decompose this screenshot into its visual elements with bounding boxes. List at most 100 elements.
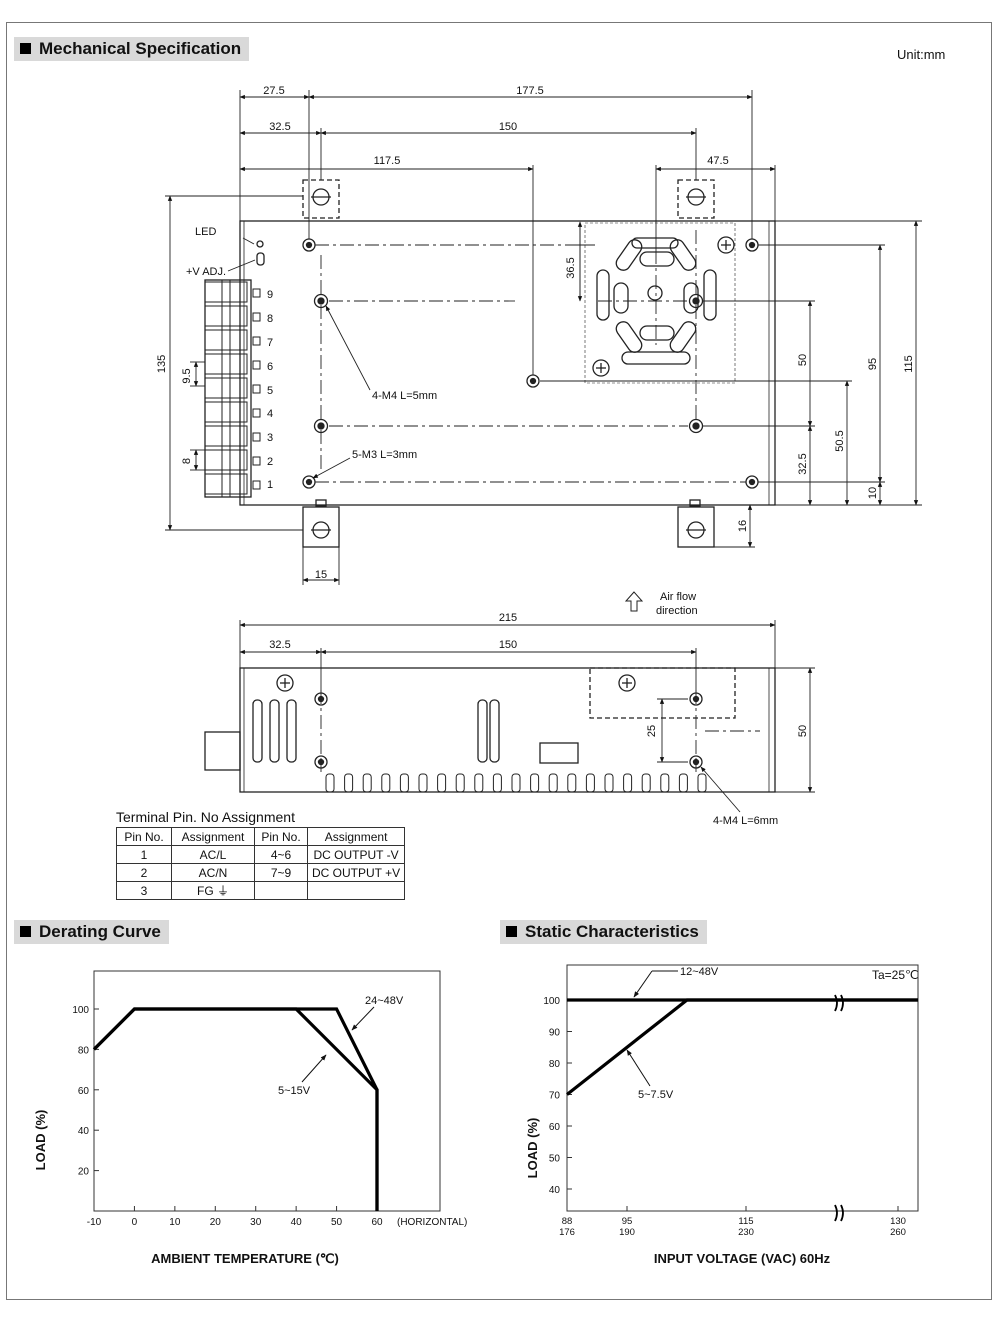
- heatsink-rib: [344, 773, 354, 793]
- heatsink-rib: [660, 773, 670, 793]
- heatsink-rib: [604, 773, 614, 793]
- dim-label: 32.5: [269, 121, 290, 133]
- heatsink-rib: [455, 773, 465, 793]
- dim-label: 115: [903, 355, 915, 373]
- terminal-number: 5: [267, 385, 273, 397]
- y-tick-label: 40: [549, 1185, 561, 1196]
- y-tick-label: 80: [78, 1045, 90, 1056]
- leader-line: [626, 1049, 651, 1087]
- x-tick-label: 40: [291, 1217, 303, 1228]
- side-dim-label: 50: [797, 725, 809, 737]
- x-tick-label: 50: [331, 1217, 343, 1228]
- leader-line: [351, 1006, 375, 1031]
- m4-side-label: 4-M4 L=6mm: [713, 815, 778, 827]
- terminal-number: 1: [267, 479, 273, 491]
- heatsink-rib: [418, 773, 428, 793]
- page-frame: [6, 22, 992, 1300]
- heatsink-rib: [623, 773, 633, 793]
- heatsink-rib: [325, 773, 335, 793]
- dim-label: 117.5: [374, 155, 401, 167]
- series-line-5-15v: [92, 1007, 379, 1211]
- terminal-number: 7: [267, 337, 273, 349]
- x-tick-label: 190: [619, 1227, 635, 1238]
- series-line-5-7-5v: [566, 998, 918, 1096]
- m4-top-label: 4-M4 L=5mm: [372, 390, 437, 402]
- table-cell: DC OUTPUT +V: [306, 863, 406, 882]
- heatsink-rib: [492, 773, 502, 793]
- fan-grille: [584, 222, 736, 384]
- airflow-label: Air flow: [660, 591, 696, 603]
- plot-area: [566, 964, 919, 1212]
- airflow-label-2: direction: [656, 605, 698, 617]
- y-tick-label: 70: [549, 1091, 561, 1102]
- heatsink-rib: [530, 773, 540, 793]
- table-cell: 3: [116, 881, 172, 900]
- side-dim-label: 150: [499, 639, 517, 651]
- table-cell: DC OUTPUT -V: [306, 845, 406, 864]
- x-tick-label: 95: [622, 1216, 633, 1227]
- leader-line: [633, 970, 653, 998]
- y-tick-label: 100: [72, 1005, 89, 1016]
- dimension-labels: 27.5 177.5 32.5 150 117.5 47.5 135 9.5 8…: [156, 85, 915, 827]
- heatsink-rib: [641, 773, 651, 793]
- dim-label: 36.5: [565, 257, 577, 278]
- y-tick-label: 80: [549, 1059, 561, 1070]
- table-row: 2 AC/N 7~9 DC OUTPUT +V: [116, 863, 406, 882]
- y-axis-label: LOAD (%): [33, 1110, 48, 1171]
- terminal-number: 8: [267, 313, 273, 325]
- axis-break-icon: [834, 994, 844, 1012]
- y-tick-label: 90: [549, 1028, 561, 1039]
- series-label: 12~48V: [680, 966, 719, 978]
- heatsink-rib: [381, 773, 391, 793]
- dim-label: 135: [156, 355, 168, 373]
- table-row: 3 FG ⏚: [116, 881, 406, 900]
- y-tick-label: 20: [78, 1167, 90, 1178]
- x-axis-label: INPUT VOLTAGE (VAC) 60Hz: [654, 1251, 831, 1266]
- mechanical-spec-title: Mechanical Specification: [14, 37, 250, 61]
- dim-label: 177.5: [516, 85, 544, 97]
- x-tick-label: 0: [132, 1217, 138, 1228]
- series-label: 5~7.5V: [638, 1089, 674, 1101]
- x-tick-label: 10: [169, 1217, 181, 1228]
- y-tick-label: 100: [543, 996, 560, 1007]
- heatsink-rib: [437, 773, 447, 793]
- heatsink-rib: [474, 773, 484, 793]
- table-cell: AC/L: [171, 845, 255, 864]
- dim-label: 10: [867, 487, 879, 499]
- heatsink-rib: [585, 773, 595, 793]
- y-tick-label: 60: [549, 1122, 561, 1133]
- dim-label: 8: [181, 458, 193, 464]
- series-label: 5~15V: [278, 1085, 311, 1097]
- unit-label: Unit:mm: [897, 47, 946, 62]
- dim-label: 47.5: [707, 155, 728, 167]
- dim-label: 95: [867, 358, 879, 370]
- dim-label: 27.5: [263, 85, 284, 97]
- x-tick-label: 130: [890, 1216, 906, 1227]
- x-tick-suffix: (HORIZONTAL): [397, 1217, 467, 1228]
- heatsink-rib: [678, 773, 688, 793]
- plot-area: [93, 970, 441, 1212]
- heatsink-rib: [697, 773, 707, 793]
- x-tick-label: 88: [562, 1216, 573, 1227]
- section-bullet-icon: [20, 43, 31, 54]
- terminal-number: 3: [267, 432, 273, 444]
- x-axis-label: AMBIENT TEMPERATURE (℃): [151, 1251, 339, 1266]
- vadj-label: +V ADJ.: [186, 266, 226, 278]
- terminal-number: 6: [267, 361, 273, 373]
- terminal-number: 2: [267, 456, 273, 468]
- heatsink-rib: [511, 773, 521, 793]
- dim-label: 32.5: [797, 453, 809, 474]
- terminal-table-caption: Terminal Pin. No Assignment: [116, 809, 295, 825]
- side-dim-label: 215: [499, 612, 517, 624]
- static-title: Static Characteristics: [500, 920, 707, 944]
- y-tick-label: 60: [78, 1086, 90, 1097]
- table-header: Assignment: [171, 827, 255, 846]
- heatsink-rib: [399, 773, 409, 793]
- led-label: LED: [195, 226, 216, 238]
- top-dimensions: [165, 90, 922, 585]
- leader-line: [301, 1054, 327, 1083]
- series-label: 24~48V: [365, 995, 404, 1007]
- series-line-24-48v: [92, 1007, 379, 1211]
- table-cell: [306, 881, 406, 900]
